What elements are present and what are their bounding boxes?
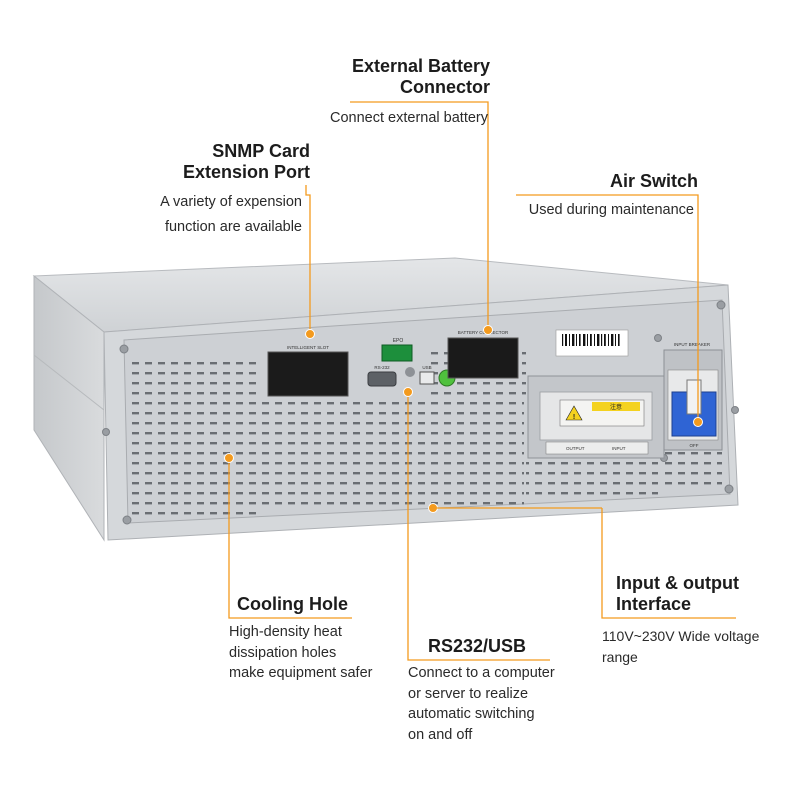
svg-text:INPUT: INPUT (612, 446, 626, 451)
usb-port (419, 371, 435, 385)
battery-callout-title: External Battery Connector (351, 56, 490, 97)
svg-text:BATTERY CONNECTOR: BATTERY CONNECTOR (458, 330, 509, 335)
svg-text:!: ! (573, 414, 575, 421)
snmp-callout-desc: A variety of expension function are avai… (160, 194, 302, 235)
epo-connector (381, 344, 413, 362)
cooling-callout-desc: High-density heat dissipation holes make… (229, 624, 373, 681)
svg-text:RS-232: RS-232 (374, 365, 390, 370)
svg-text:USB: USB (422, 365, 431, 370)
vent-holes-left (132, 358, 262, 516)
cooling-callout-title: Cooling Hole (237, 594, 348, 614)
leader-dots (224, 325, 703, 513)
io-callout-desc: 110V~230V Wide voltage range (602, 628, 760, 665)
vent-holes-lower (526, 458, 658, 498)
svg-text:OUTPUT: OUTPUT (566, 446, 585, 451)
io-callout-title: Input & output Interface (616, 573, 739, 614)
intelligent-slot-cover (267, 351, 349, 397)
svg-text:OFF: OFF (690, 443, 699, 448)
vent-holes-main (262, 398, 524, 510)
battery-connector-cover (447, 337, 519, 379)
chassis-side (33, 274, 105, 542)
svg-text:INPUT BREAKER: INPUT BREAKER (674, 342, 711, 347)
air-switch-callout-desc: Used during maintenance (528, 202, 694, 218)
leader-lines (228, 101, 736, 661)
breaker-toggle (686, 379, 702, 415)
rs232-port (367, 371, 397, 387)
rs232-callout-title: RS232/USB (428, 636, 527, 656)
air-switch-callout-title: Air Switch (609, 171, 698, 191)
snmp-callout-title: SNMP Card Extension Port (182, 141, 310, 182)
svg-text:EPO: EPO (393, 338, 404, 344)
intelligent-slot-label: INTELLIGENT SLOT (287, 345, 329, 350)
battery-callout-desc: Connect external battery (330, 110, 488, 126)
rs232-callout-desc: Connect to a computer or server to reali… (408, 665, 555, 743)
svg-text:注意: 注意 (610, 403, 622, 411)
